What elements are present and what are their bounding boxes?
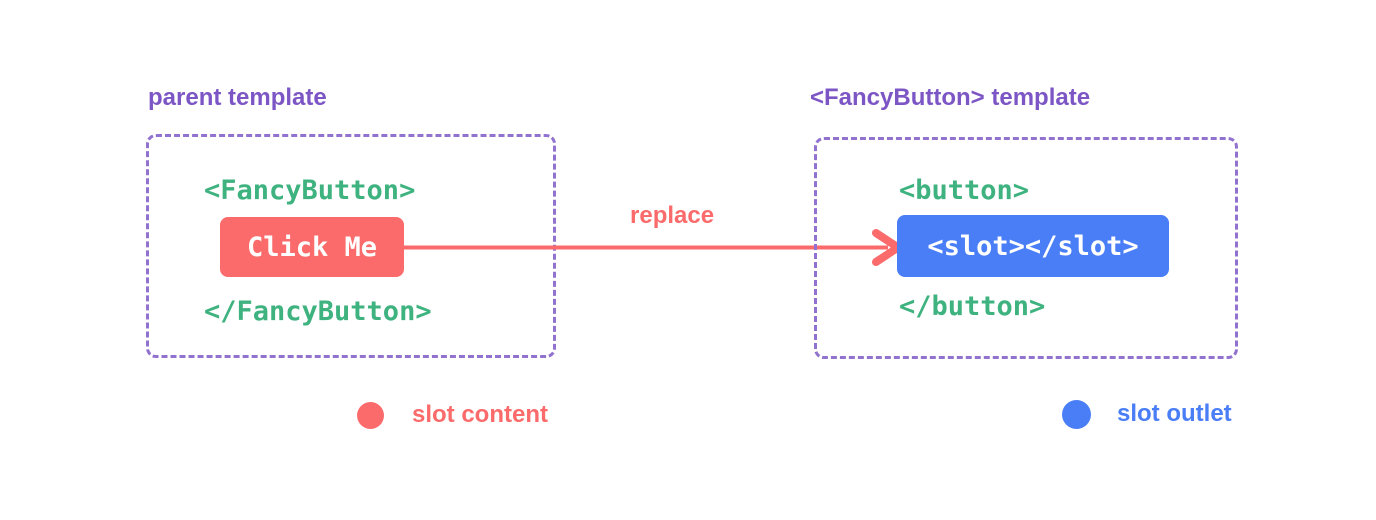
legend-item-slot-content: slot content [357,400,548,430]
replace-arrow-label: replace [630,202,715,229]
slot-content-dot-icon [357,401,384,429]
child-open-tag: <button> [899,175,1030,206]
slot-content-chip-label: Click Me [246,231,378,263]
legend-item-slot-outlet: slot outlet [1062,399,1232,429]
slot-content-chip: Click Me [220,217,404,277]
slot-outlet-dot-icon [1062,399,1091,429]
child-close-tag: </button> [899,291,1046,322]
legend-slot-content-label: slot content [412,401,548,428]
parent-close-tag: </FancyButton> [204,296,432,327]
child-template-box [814,137,1238,359]
parent-open-tag: <FancyButton> [204,175,416,206]
child-template-title: <FancyButton> template [810,84,1091,111]
slot-outlet-chip: <slot></slot> [897,215,1169,277]
parent-template-title: parent template [148,84,327,111]
slot-outlet-chip-label: <slot></slot> [927,230,1139,262]
legend-slot-outlet-label: slot outlet [1117,400,1232,427]
